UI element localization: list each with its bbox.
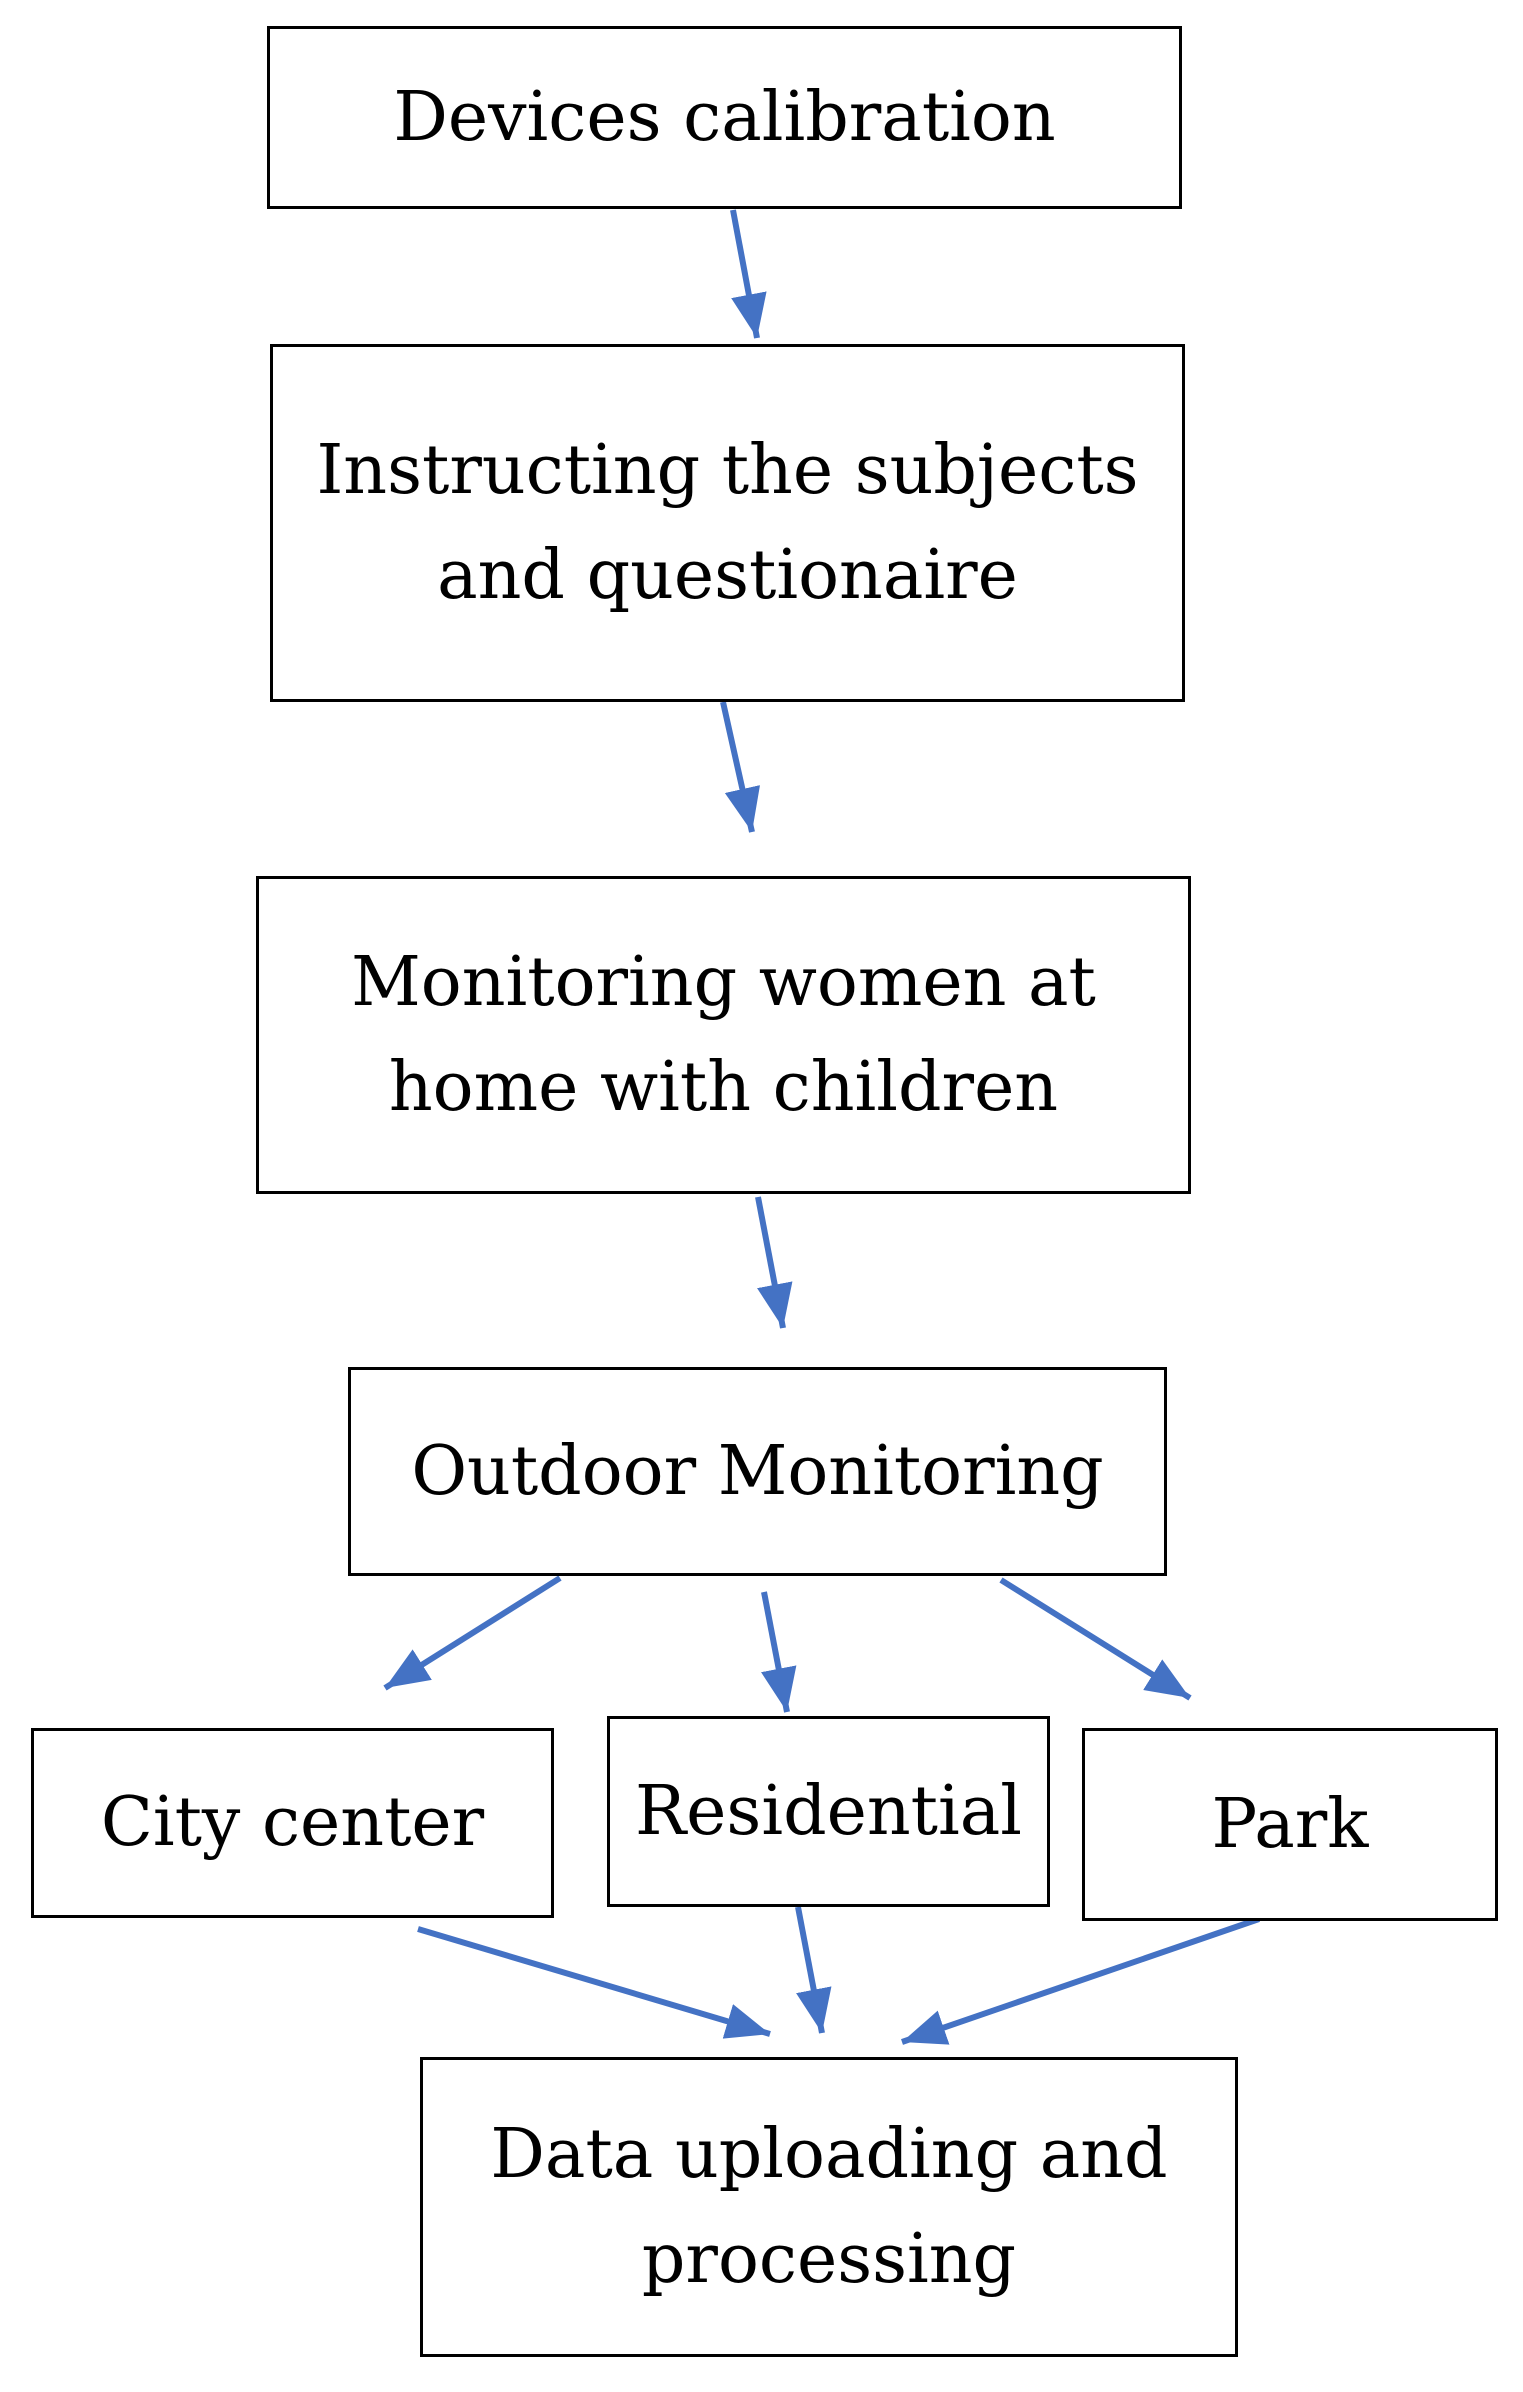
node-label-line: home with children (388, 1048, 1059, 1127)
node-monitoring-home: Monitoring women at home with children (256, 876, 1191, 1194)
node-label: Devices calibration (393, 65, 1055, 170)
node-outdoor-monitoring: Outdoor Monitoring (348, 1367, 1167, 1576)
arrow-residential-to-data-upload (795, 1906, 832, 2034)
node-label-line: Data uploading and (490, 2114, 1168, 2194)
node-label-line: City center (100, 1783, 485, 1863)
node-label: Park (1212, 1772, 1369, 1877)
node-data-uploading: Data uploading and processing (420, 2057, 1238, 2357)
node-label-line: Devices calibration (393, 77, 1056, 157)
node-label-line: and questionaire (437, 536, 1018, 615)
arrow-outdoor-to-residential (761, 1591, 797, 1713)
arrow-monitoring-home-to-outdoor (755, 1196, 793, 1329)
node-label-line: Outdoor Monitoring (411, 1431, 1104, 1511)
arrow-calibration-to-instructing (730, 209, 767, 339)
node-city-center: City center (31, 1728, 554, 1918)
arrow-instructing-to-monitoring-home (720, 701, 760, 833)
arrow-park-to-data-upload (901, 1916, 1260, 2045)
node-label-line: Park (1211, 1784, 1369, 1864)
node-label-line: processing (641, 2220, 1017, 2299)
node-label: City center (101, 1770, 484, 1875)
node-instructing-subjects: Instructing the subjects and questionaire (270, 344, 1185, 702)
node-label: Outdoor Monitoring (411, 1419, 1103, 1524)
node-label: Data uploading and processing (490, 2102, 1167, 2313)
arrow-outdoor-to-park (999, 1577, 1192, 1701)
node-label-line: Instructing the subjects (316, 430, 1139, 510)
node-label-line: Monitoring women at (351, 942, 1096, 1022)
arrow-city-center-to-data-upload (417, 1926, 771, 2039)
node-label: Monitoring women at home with children (351, 930, 1096, 1141)
node-residential: Residential (607, 1716, 1050, 1907)
node-park: Park (1082, 1728, 1498, 1921)
arrow-outdoor-to-city-center (383, 1575, 562, 1691)
node-label: Instructing the subjects and questionaire (316, 418, 1138, 629)
node-devices-calibration: Devices calibration (267, 26, 1182, 209)
node-label: Residential (635, 1759, 1022, 1864)
node-label-line: Residential (634, 1771, 1022, 1851)
